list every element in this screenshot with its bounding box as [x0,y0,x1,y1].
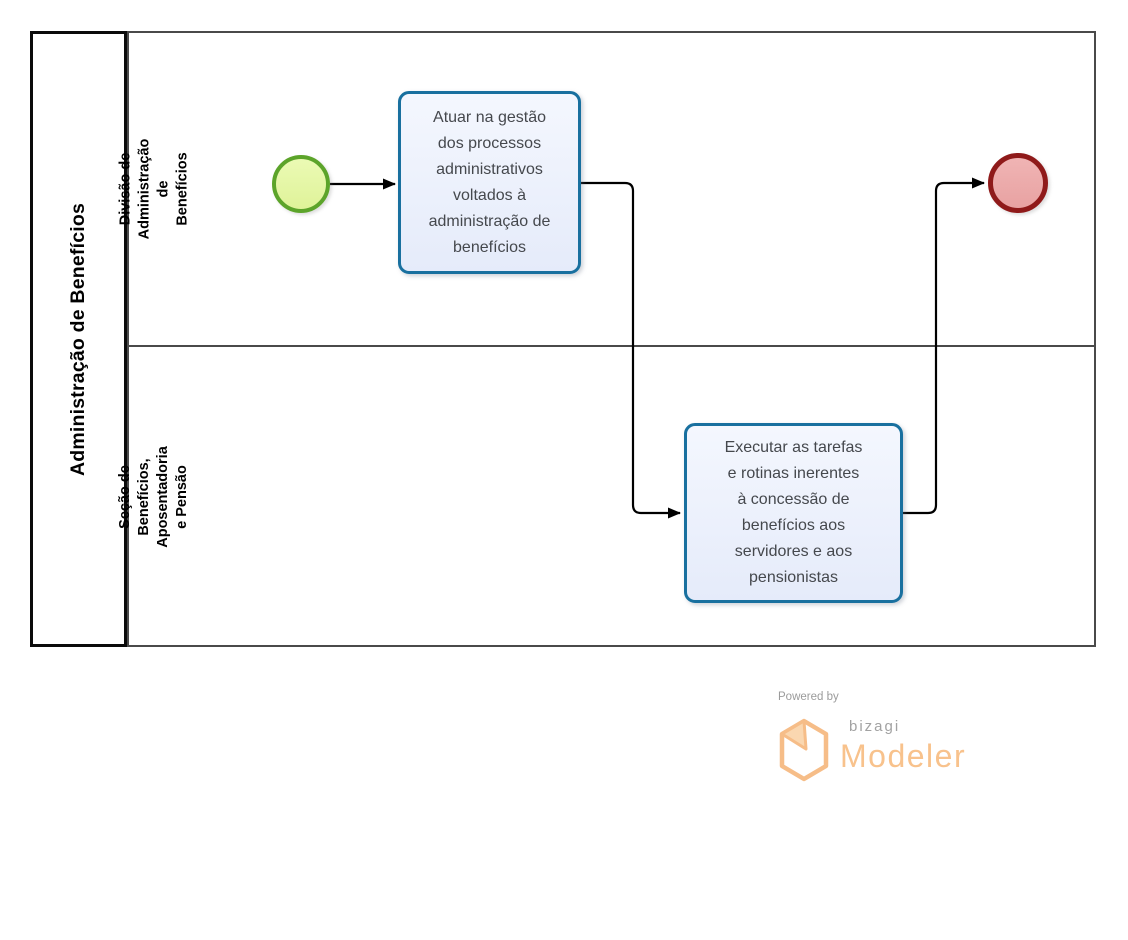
lane-container [127,31,1096,647]
lane-2-header: Seção de Benefícios, Aposentadoria e Pen… [117,348,190,645]
bizagi-wordmark: bizagi [849,718,901,735]
pool-header: Administração de Benefícios [30,31,127,647]
lane-divider [128,345,1095,347]
bizagi-box-icon [779,718,829,782]
task-label: Executar as tarefas e rotinas inerentes … [724,439,863,586]
task-executar-tarefas[interactable]: Executar as tarefas e rotinas inerentes … [684,423,903,603]
pool-title: Administração de Benefícios [67,202,89,476]
lane-1-header: Divisão de Administração de Benefícios [117,34,190,344]
end-event[interactable] [988,153,1048,213]
lane-1-label: Divisão de Administração de Benefícios [117,138,190,240]
lane-2-label: Seção de Benefícios, Aposentadoria e Pen… [117,445,191,548]
powered-by-text: Powered by [778,691,839,703]
bizagi-modeler-logo[interactable]: Powered by bizagi Modeler [770,685,1040,797]
start-event[interactable] [272,155,330,213]
task-atuar-na-gestao[interactable]: Atuar na gestão dos processos administra… [398,91,581,274]
modeler-wordmark: Modeler [840,738,967,774]
task-label: Atuar na gestão dos processos administra… [428,108,551,256]
